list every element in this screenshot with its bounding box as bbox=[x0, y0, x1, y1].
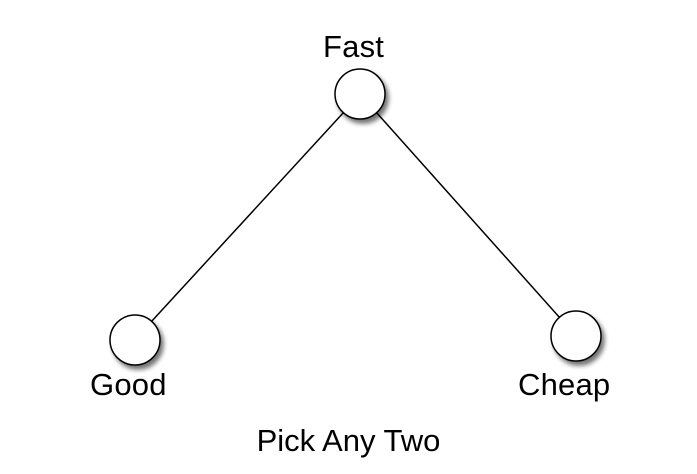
node-label-good: Good bbox=[90, 367, 167, 402]
node-cheap bbox=[550, 310, 602, 362]
edge-fast-good bbox=[150, 111, 345, 323]
node-good bbox=[109, 314, 161, 366]
node-fast bbox=[334, 68, 386, 120]
diagram-caption: Pick Any Two bbox=[256, 423, 441, 458]
node-label-cheap: Cheap bbox=[518, 367, 611, 402]
edge-fast-cheap bbox=[375, 111, 561, 319]
node-label-fast: Fast bbox=[323, 29, 385, 64]
